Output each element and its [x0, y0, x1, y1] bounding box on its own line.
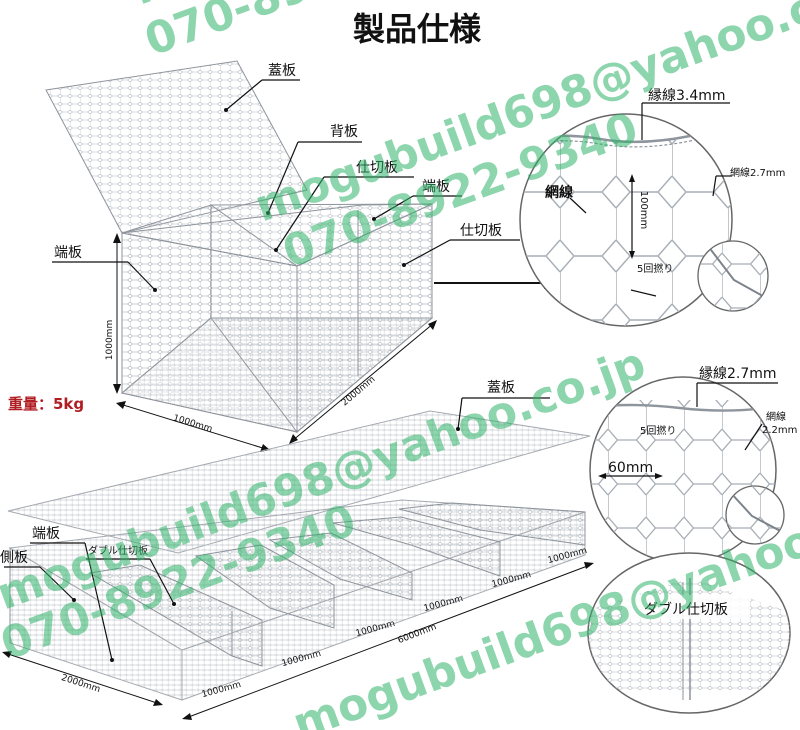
svg-text:1000mm: 1000mm — [172, 413, 214, 434]
label-end-left: 端板 — [54, 245, 82, 261]
detail2-mesh-wire-dia: 2.2mm — [762, 425, 797, 436]
detail1-twist: 5回撚り — [637, 262, 673, 275]
box-height-dimension: 1000mm — [105, 233, 121, 394]
gabion-box: 1000mm 1000mm 2000mm 蓋板 背板 仕切板 端板 仕切板 — [45, 60, 558, 452]
svg-text:6000mm: 6000mm — [397, 622, 438, 646]
label-inner-partition: 仕切板 — [356, 160, 398, 176]
detail3-label: ダブル仕切板 — [644, 601, 728, 618]
mattress-label-side: 側板 — [0, 550, 28, 566]
detail1-mesh-size: 100mm — [638, 191, 649, 230]
mesh-detail-1: 縁線3.4mm 網線 網線2.7mm 100mm 5回撚り — [519, 88, 785, 327]
gabion-mattress — [7, 410, 591, 701]
mattress-label-double-partition: ダブル仕切板 — [88, 544, 148, 557]
detail2-twist: 5回撚り — [640, 424, 676, 437]
page-title: 製品仕様 — [353, 10, 482, 48]
detail1-selvedge: 縁線3.4mm — [648, 88, 726, 104]
label-partition-right: 仕切板 — [460, 223, 502, 239]
mesh-detail-2: 縁線2.7mm 網線 2.2mm 5回撚り 60mm — [589, 366, 797, 564]
lid-panel — [45, 60, 308, 234]
label-back: 背板 — [330, 124, 358, 140]
weight-label: 重量：5kg — [8, 395, 84, 413]
mattress-label-lid: 蓋板 — [487, 380, 515, 396]
detail1-mesh-wire: 網線 — [545, 184, 573, 201]
label-lid: 蓋板 — [268, 63, 296, 79]
detail2-selvedge: 縁線2.7mm — [699, 366, 777, 382]
double-partition-detail: ダブル仕切板 — [587, 552, 791, 714]
detail1-mesh-wire-dia: 網線2.7mm — [730, 166, 785, 179]
detail2-mesh-wire: 網線 — [766, 410, 786, 423]
svg-text:1000mm: 1000mm — [105, 320, 115, 360]
mattress-label-end: 端板 — [32, 526, 60, 542]
svg-text:2000mm: 2000mm — [60, 673, 102, 695]
detail2-mesh-size: 60mm — [608, 460, 653, 476]
label-end-right: 端板 — [422, 179, 450, 195]
